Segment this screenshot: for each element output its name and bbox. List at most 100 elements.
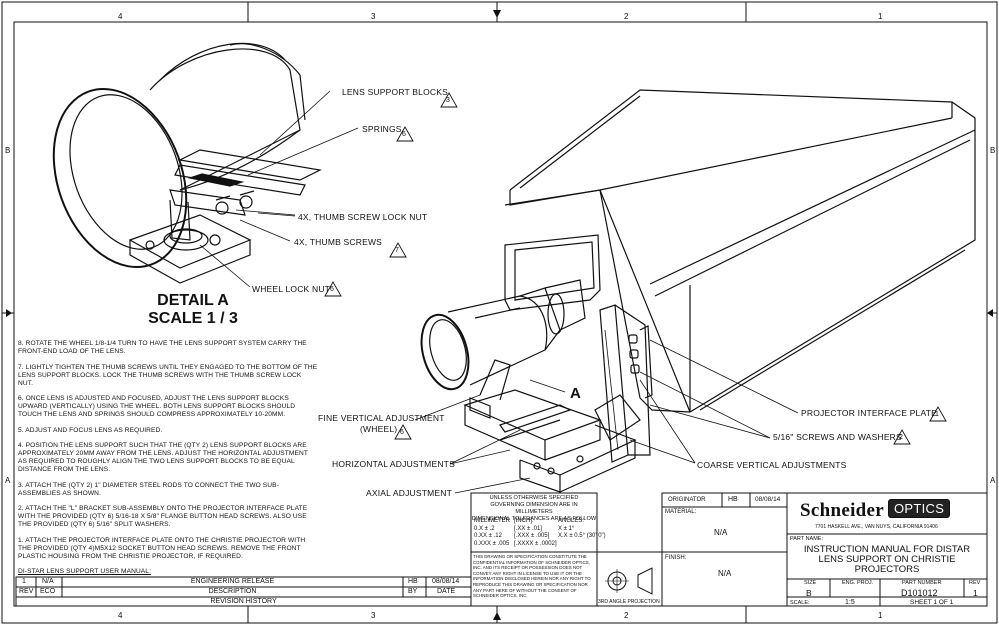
callout-wheel-lock-nut: WHEEL LOCK NUT (252, 284, 331, 294)
scale-value: 1:5 (845, 599, 855, 606)
part-name-line2: LENS SUPPORT ON CHRISTIE (818, 554, 956, 565)
callout-lens-support-blocks: LENS SUPPORT BLOCKS (342, 87, 448, 97)
callout-num-fine-vertical: 6 (400, 429, 405, 436)
rev-row-by: HB (408, 578, 418, 585)
rev-row-rev: 1 (22, 578, 26, 585)
zone-row-a-left: A (5, 476, 11, 485)
tolerance-inch-head: [INCH]: (514, 518, 534, 524)
tolerance-mm-head: MILLIMETER (474, 518, 511, 524)
callout-num-projector-interface-plate: 1 (935, 411, 940, 418)
center-mark-arrows (6, 10, 993, 620)
rev-header-eco: ECO (40, 588, 56, 595)
material-value: N/A (714, 528, 728, 537)
callout-axial-adjustment: AXIAL ADJUSTMENT (366, 488, 453, 498)
tolerance-inch-2: [.XXX ± .005] (514, 533, 550, 539)
callout-screws-washers: 5/16" SCREWS AND WASHERS (773, 432, 902, 442)
rev-value: 1 (973, 588, 978, 598)
tolerance-mm-1: 0.X ± .2 (474, 525, 495, 532)
manual-reference: DI-STAR LENS SUPPORT USER MANUAL: (18, 568, 152, 575)
note-item: 1. ATTACH THE PROJECTOR INTERFACE PLATE … (18, 536, 306, 560)
tolerance-ang-2: X.X ± 0.5° (30' 0") (558, 533, 606, 539)
projection-label: 3RD ANGLE PROJECTION (598, 599, 660, 605)
callout-num-screws-washers: 2 (899, 434, 904, 441)
detail-marker: A (570, 385, 581, 402)
callout-springs: SPRINGS (362, 124, 402, 134)
tolerance-mm-3: 0.XXX ± .005 (474, 540, 510, 547)
callout-num-wheel-lock-nut: 6 (330, 286, 335, 293)
zone-col-1-top: 1 (878, 12, 883, 21)
originator-name: HB (728, 496, 738, 503)
originator-date: 08/08/14 (755, 496, 781, 503)
callout-projector-interface-plate: PROJECTOR INTERFACE PLATE (801, 408, 937, 418)
finish-label: FINISH: (665, 555, 687, 561)
zone-col-4-bottom: 4 (118, 611, 123, 620)
scale-label: SCALE: (790, 600, 810, 606)
note-item: 8. ROTATE THE WHEEL 1/8-1/4 TURN TO HAVE… (18, 340, 307, 355)
note-item: 2. ATTACH THE "L" BRACKET SUB-ASSEMBLY O… (18, 505, 308, 528)
company-name: Schneider (800, 500, 884, 521)
rev-row-date: 08/08/14 (432, 578, 460, 585)
size-label: SIZE (804, 580, 817, 586)
callout-leaders (414, 339, 799, 494)
callout-triangles (324, 92, 947, 445)
company-logo-box: OPTICS (887, 499, 951, 518)
part-number-label: PART NUMBER (902, 580, 942, 586)
callout-num-lens-support-blocks: 3 (446, 97, 451, 104)
tolerance-inch: [INCH]: [.XX ± .01] [.XXX ± .005] [.XXXX… (514, 518, 557, 548)
note-item: 3. ATTACH THE (QTY 2) 1" DIAMETER STEEL … (18, 481, 279, 497)
callout-num-springs: 6 (402, 131, 407, 138)
zone-row-b-left: B (5, 146, 11, 155)
revision-history-title: REVISION HISTORY (210, 598, 277, 605)
detail-title-line1: DETAIL A (157, 292, 229, 309)
detail-scale: SCALE 1 / 3 (148, 310, 238, 327)
callout-horizontal-adjustments: HORIZONTAL ADJUSTMENTS (332, 459, 455, 469)
detail-a-illustration (52, 42, 359, 288)
projector-body (504, 89, 976, 413)
note-item: 6. ONCE LENS IS ADJUSTED AND FOCUSED, AD… (18, 395, 296, 418)
zone-row-b-right: B (990, 146, 996, 155)
callout-fine-vertical-wheel: (WHEEL) (360, 424, 398, 434)
tolerance-inch-1: [.XX ± .01] (514, 525, 542, 532)
rev-header-date: DATE (437, 588, 456, 595)
note-item: 4. POSITION THE LENS SUPPORT SUCH THAT T… (18, 442, 308, 473)
company-address: 7701 HASKELL AVE., VAN NUYS, CALIFORNIA … (815, 524, 938, 530)
part-name-line1: INSTRUCTION MANUAL FOR DISTAR (803, 544, 971, 555)
confidential-notice: THIS DRAWING OR SPECIFICATION CONSTITUTE… (473, 554, 591, 599)
rev-row-description: ENGINEERING RELEASE (190, 578, 275, 585)
sheet-number: SHEET 1 OF 1 (910, 599, 954, 606)
tolerance-mm-2: 0.XX ± .12 (474, 533, 502, 539)
rev-header-by: BY (408, 588, 418, 595)
detail-title: DETAIL A SCALE 1 / 3 (118, 292, 268, 328)
tolerance-ang-1: X ± 1° (558, 525, 575, 532)
tolerance-header: UNLESS OTHERWISE SPECIFIED GOVERNING DIM… (471, 495, 597, 523)
material-label: MATERIAL: (665, 509, 697, 515)
zone-col-3-bottom: 3 (371, 611, 376, 620)
callout-thumb-screws: 4X, THUMB SCREWS (294, 237, 383, 247)
zone-col-2-bottom: 2 (624, 611, 629, 620)
originator-label: ORIGINATOR (668, 497, 706, 503)
tolerance-angles: ANGLES: X ± 1° X.X ± 0.5° (30' 0") (558, 518, 606, 541)
zone-row-a-right: A (990, 476, 996, 485)
tolerance-line2: GOVERNING DIMENSION ARE IN MILLIMETERS (490, 502, 578, 515)
tolerance-line1: UNLESS OTHERWISE SPECIFIED (489, 495, 579, 501)
callout-coarse-vertical: COARSE VERTICAL ADJUSTMENTS (697, 460, 847, 470)
assembly-notes: 8. ROTATE THE WHEEL 1/8-1/4 TURN TO HAVE… (18, 340, 318, 584)
part-number: D101012 (901, 588, 938, 598)
tolerance-ang-head: ANGLES: (558, 518, 585, 524)
part-name-line3: PROJECTORS (854, 564, 920, 575)
size-value: B (806, 588, 812, 598)
lens-assembly (420, 279, 653, 493)
note-item: 7. LIGHTLY TIGHTEN THE THUMB SCREWS UNTI… (18, 363, 318, 387)
rev-label: REV (969, 580, 981, 586)
rev-row-eco: N/A (42, 578, 54, 585)
zone-col-1-bottom: 1 (878, 611, 883, 620)
callout-num-thumb-screws: 7 (395, 247, 400, 254)
tolerance-mm: MILLIMETER 0.X ± .2 0.XX ± .12 0.XXX ± .… (474, 518, 510, 548)
note-item: 5. ADJUST AND FOCUS LENS AS REQUIRED. (18, 426, 163, 434)
rev-header-description: DESCRIPTION (208, 588, 257, 595)
rev-header-rev: REV (19, 588, 34, 595)
callout-fine-vertical: FINE VERTICAL ADJUSTMENT (318, 413, 445, 423)
zone-col-4-top: 4 (118, 12, 123, 21)
